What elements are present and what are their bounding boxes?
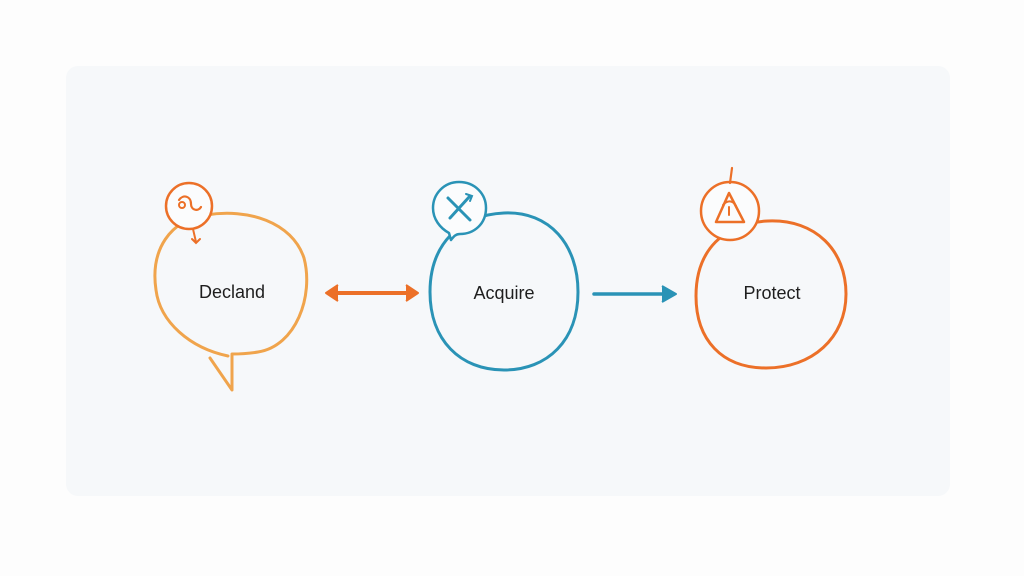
diagram-panel [66, 66, 950, 496]
crossed-tools-icon [431, 180, 488, 242]
node-protect: Protect [694, 166, 848, 370]
protect-circle-outline [694, 219, 848, 370]
scroll-icon [164, 181, 214, 245]
node-label-decland: Decland [199, 282, 265, 302]
node-acquire: Acquire [428, 180, 580, 372]
warning-triangle-icon [699, 166, 761, 242]
decland-bubble-outline [153, 211, 309, 392]
connector-decland-acquire [325, 284, 419, 302]
node-label-protect: Protect [743, 283, 800, 303]
connector-acquire-protect [592, 285, 677, 303]
acquire-circle-outline [428, 211, 580, 372]
node-label-acquire: Acquire [473, 283, 534, 303]
node-decland: Decland [153, 181, 309, 392]
